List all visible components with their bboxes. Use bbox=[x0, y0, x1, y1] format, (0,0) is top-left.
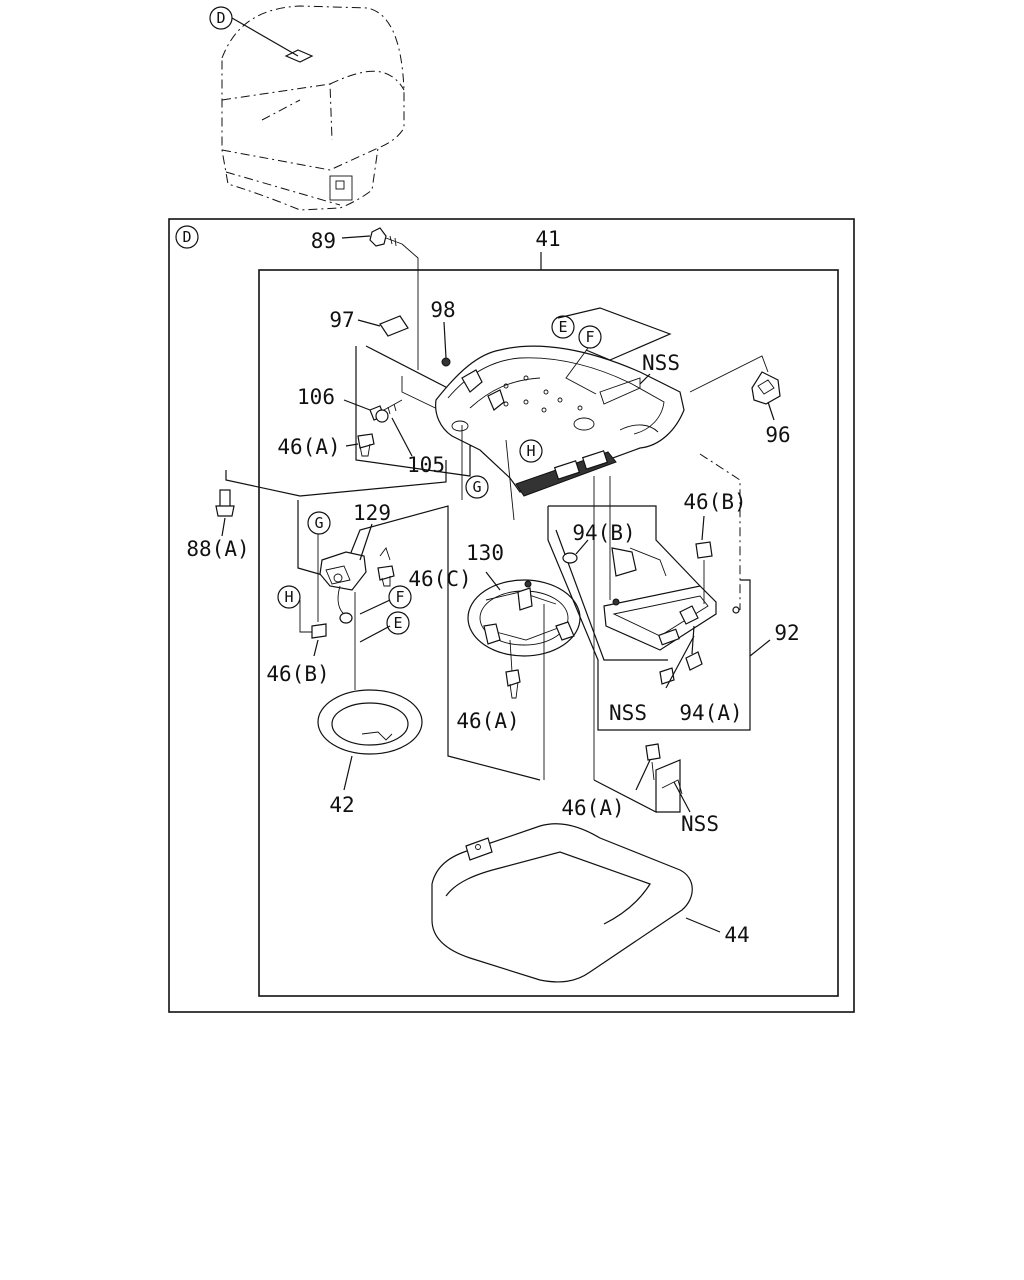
label-nss-top: NSS bbox=[642, 351, 680, 375]
label-41: 41 bbox=[535, 227, 560, 251]
callout-f-top: F bbox=[578, 325, 602, 349]
overhead-console bbox=[355, 307, 685, 497]
callout-e-left: E bbox=[386, 611, 410, 635]
outer-frame bbox=[168, 218, 855, 1013]
svg-text:F: F bbox=[395, 588, 404, 606]
label-nss-low: NSS bbox=[681, 812, 719, 836]
svg-text:E: E bbox=[393, 614, 402, 632]
callout-e-top: E bbox=[551, 315, 575, 339]
label-96: 96 bbox=[765, 423, 790, 447]
svg-text:H: H bbox=[526, 442, 535, 460]
label-89: 89 bbox=[311, 229, 336, 253]
label-130: 130 bbox=[466, 541, 504, 565]
callout-d-cab: D bbox=[209, 6, 233, 30]
label-46b-right: 46(B) bbox=[683, 490, 746, 514]
lamp-assembly-129 bbox=[225, 460, 541, 781]
part-46a-top bbox=[345, 433, 375, 457]
leader-105 bbox=[391, 417, 413, 457]
label-46b-left: 46(B) bbox=[266, 662, 329, 686]
label-94a: 94(A) bbox=[679, 701, 742, 725]
part-46c bbox=[377, 565, 395, 587]
bracket-92 bbox=[547, 453, 771, 780]
cab-thumbnail bbox=[221, 5, 405, 211]
label-92: 92 bbox=[774, 621, 799, 645]
part-106 bbox=[343, 399, 403, 423]
svg-text:G: G bbox=[472, 478, 481, 496]
label-46c: 46(C) bbox=[408, 567, 471, 591]
inner-frame-41 bbox=[258, 269, 839, 997]
label-46a-low: 46(A) bbox=[561, 796, 624, 820]
label-42: 42 bbox=[329, 793, 354, 817]
svg-text:E: E bbox=[558, 318, 567, 336]
label-94b: 94(B) bbox=[572, 521, 635, 545]
part-94b bbox=[562, 539, 589, 564]
label-nss-mid: NSS bbox=[609, 701, 647, 725]
lens-cover-44 bbox=[431, 823, 721, 983]
callout-d-box: D bbox=[175, 225, 199, 249]
part-97 bbox=[357, 315, 409, 337]
label-97: 97 bbox=[329, 308, 354, 332]
label-46a-mid: 46(A) bbox=[456, 709, 519, 733]
part-46b-right bbox=[695, 515, 713, 604]
svg-text:G: G bbox=[314, 514, 323, 532]
lower-bracket bbox=[593, 743, 691, 813]
label-129: 129 bbox=[353, 501, 391, 525]
label-105: 105 bbox=[407, 453, 445, 477]
part-88a bbox=[215, 489, 235, 537]
svg-text:D: D bbox=[182, 228, 191, 246]
callout-h-top: H bbox=[519, 439, 543, 463]
callout-g-left: G bbox=[307, 511, 331, 535]
screw-89 bbox=[341, 227, 419, 370]
svg-text:D: D bbox=[216, 9, 225, 27]
callout-g-mid: G bbox=[465, 475, 489, 499]
label-88a: 88(A) bbox=[186, 537, 249, 561]
lens-ring-42 bbox=[317, 689, 423, 791]
svg-text:F: F bbox=[585, 328, 594, 346]
part-46b-left bbox=[311, 623, 327, 657]
callout-h-left: H bbox=[277, 585, 301, 609]
part-46a-mid bbox=[505, 669, 521, 699]
label-46a-top: 46(A) bbox=[277, 435, 340, 459]
callout-f-left: F bbox=[388, 585, 412, 609]
label-98: 98 bbox=[430, 298, 455, 322]
svg-text:H: H bbox=[284, 588, 293, 606]
base-plate-130 bbox=[467, 571, 581, 780]
part-98 bbox=[441, 321, 451, 367]
label-44: 44 bbox=[724, 923, 749, 947]
label-106: 106 bbox=[297, 385, 335, 409]
part-96 bbox=[689, 355, 781, 421]
